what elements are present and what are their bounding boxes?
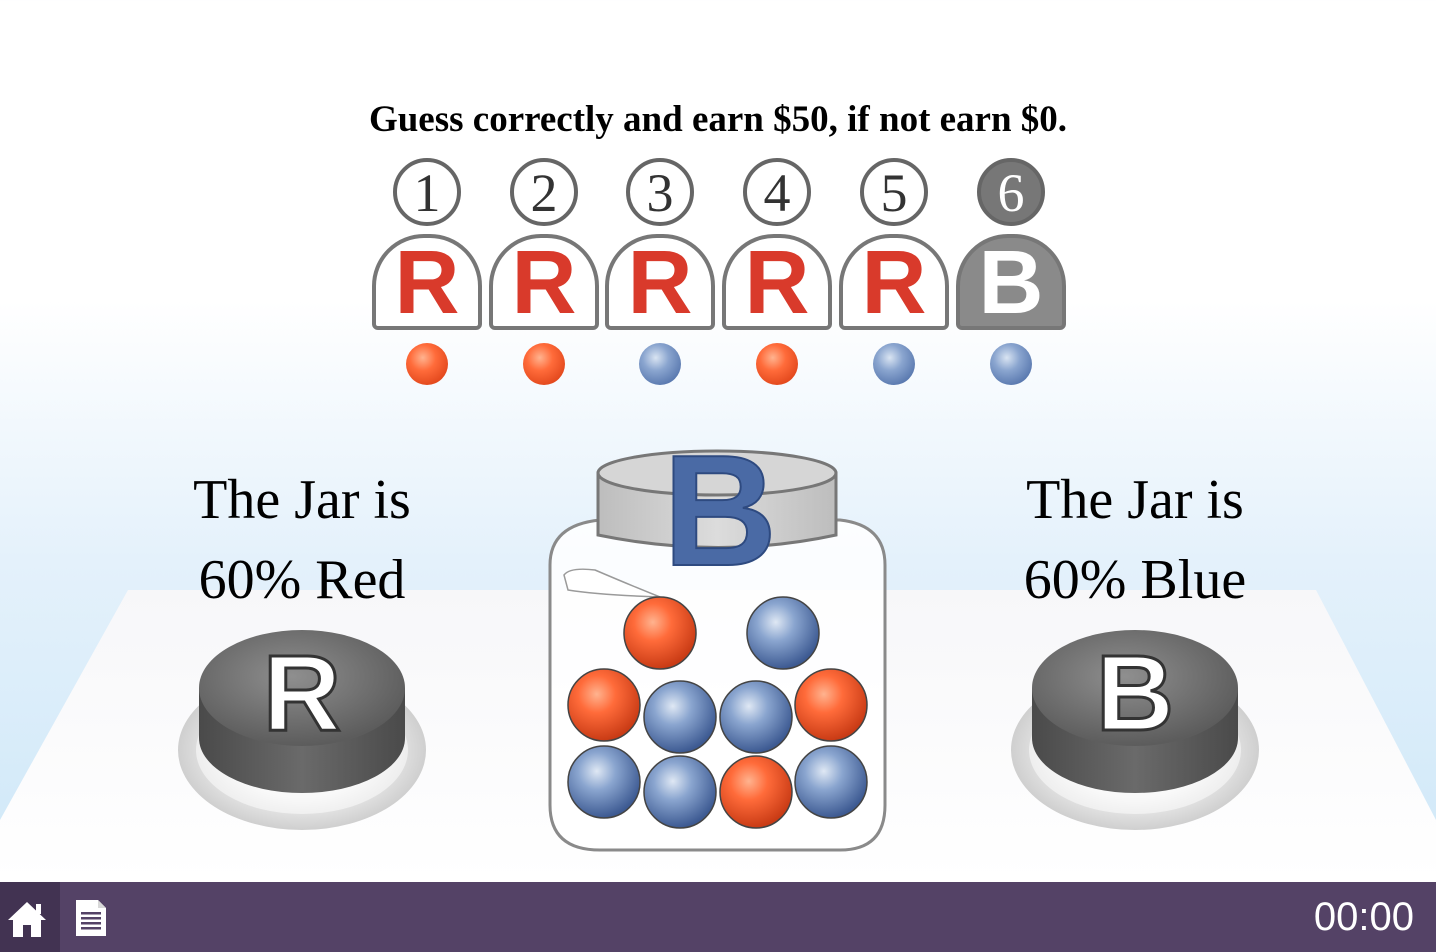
notes-icon[interactable]: [72, 898, 110, 938]
player-guess-badge: R: [489, 234, 599, 330]
player-2: 2 R: [489, 158, 607, 388]
drawn-ball-red: [523, 343, 565, 385]
drawn-ball-red: [406, 343, 448, 385]
button-letter: B: [1096, 632, 1174, 753]
option-blue-label: The Jar is 60% Blue: [955, 460, 1315, 620]
player-number: 4: [743, 158, 811, 226]
player-number: 1: [393, 158, 461, 226]
drawn-ball-blue: [990, 343, 1032, 385]
guess-red-button[interactable]: R: [177, 618, 427, 833]
player-guess-badge: R: [722, 234, 832, 330]
jar-balls: [567, 596, 868, 829]
player-1: 1 R: [372, 158, 490, 388]
player-number: 2: [510, 158, 578, 226]
player-guess-badge: R: [839, 234, 949, 330]
player-5: 5 R: [839, 158, 957, 388]
option-red-label: The Jar is 60% Red: [122, 460, 482, 620]
timer: 00:00: [1313, 895, 1414, 939]
player-number: 5: [860, 158, 928, 226]
player-guess-badge: R: [605, 234, 715, 330]
player-6-current: 6 B: [956, 158, 1074, 388]
option-red-line2: 60% Red: [198, 549, 406, 611]
option-blue-line2: 60% Blue: [1023, 549, 1247, 611]
instruction-text: Guess correctly and earn $50, if not ear…: [368, 99, 1068, 140]
home-button[interactable]: [0, 882, 60, 952]
player-number: 3: [626, 158, 694, 226]
drawn-ball-blue: [873, 343, 915, 385]
jar-lid-letter: B: [663, 425, 777, 599]
home-icon: [8, 902, 46, 937]
player-history: 1 R 2 R 3 R 4 R 5 R 6 B: [0, 0, 1436, 400]
player-4: 4 R: [722, 158, 840, 388]
option-blue-line1: The Jar is: [1026, 469, 1244, 531]
button-letter: R: [263, 632, 341, 753]
player-3: 3 R: [605, 158, 723, 388]
bottom-bar: 00:00: [0, 882, 1436, 952]
player-number: 6: [977, 158, 1045, 226]
option-red-line1: The Jar is: [193, 469, 411, 531]
player-guess-badge: B: [956, 234, 1066, 330]
guess-blue-button[interactable]: B: [1010, 618, 1260, 833]
drawn-ball-blue: [639, 343, 681, 385]
jar: B: [548, 425, 887, 852]
player-guess-badge: R: [372, 234, 482, 330]
drawn-ball-red: [756, 343, 798, 385]
